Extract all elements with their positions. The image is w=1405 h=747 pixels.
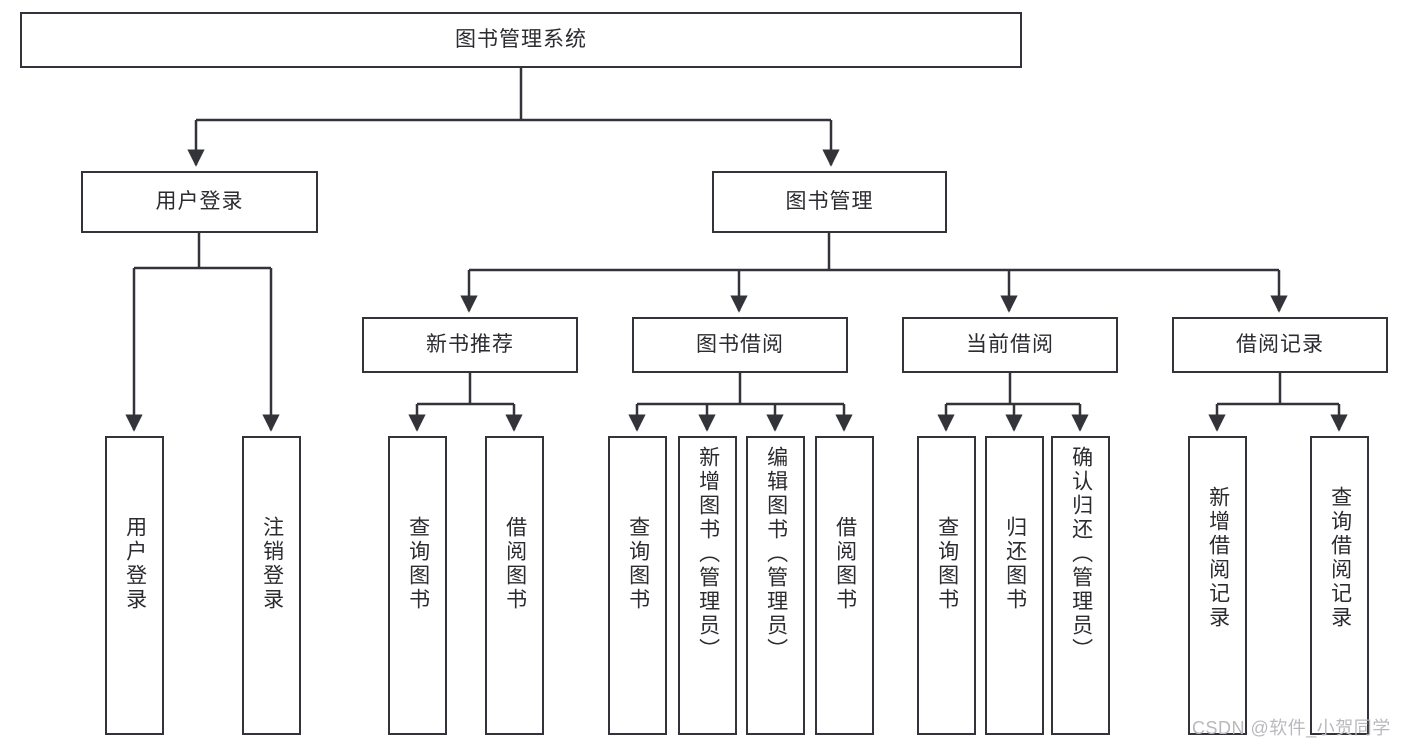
leaf-add-borrow-record[interactable]: 新增借阅记录 — [1188, 436, 1247, 735]
leaf-borrow-book-newbook[interactable]: 借阅图书 — [485, 436, 544, 735]
node-new-book-recommend[interactable]: 新书推荐 — [362, 317, 578, 373]
leaf-query-book-newbook-label: 查询图书 — [406, 516, 430, 612]
leaf-return-book[interactable]: 归还图书 — [985, 436, 1044, 735]
leaf-borrow-book[interactable]: 借阅图书 — [815, 436, 874, 735]
leaf-query-book-current[interactable]: 查询图书 — [917, 436, 976, 735]
node-user-login-label: 用户登录 — [155, 190, 244, 214]
node-book-borrow-label: 图书借阅 — [696, 333, 784, 357]
leaf-return-book-label: 归还图书 — [1003, 516, 1027, 612]
leaf-query-book-current-label: 查询图书 — [935, 516, 959, 612]
leaf-add-borrow-record-label: 新增借阅记录 — [1206, 486, 1230, 630]
node-book-borrow[interactable]: 图书借阅 — [632, 317, 848, 373]
node-book-management[interactable]: 图书管理 — [712, 171, 947, 233]
csdn-watermark: CSDN @软件_小贺同学 — [1192, 718, 1391, 738]
leaf-query-book-borrow[interactable]: 查询图书 — [608, 436, 667, 735]
node-new-book-recommend-label: 新书推荐 — [426, 333, 514, 357]
leaf-borrow-book-newbook-label: 借阅图书 — [503, 516, 527, 612]
leaf-add-book-admin-label: 新增图书（管理员） — [696, 446, 720, 662]
node-root[interactable]: 图书管理系统 — [20, 12, 1022, 68]
leaf-edit-book-admin[interactable]: 编辑图书（管理员） — [746, 436, 805, 735]
leaf-logout-label: 注销登录 — [260, 516, 284, 612]
leaf-logout[interactable]: 注销登录 — [242, 436, 301, 735]
leaf-query-borrow-record-label: 查询借阅记录 — [1328, 486, 1352, 630]
leaf-add-book-admin[interactable]: 新增图书（管理员） — [678, 436, 737, 735]
node-book-management-label: 图书管理 — [785, 190, 874, 214]
node-borrow-record-label: 借阅记录 — [1236, 333, 1324, 357]
leaf-confirm-return-admin-label: 确认归还（管理员） — [1069, 446, 1093, 662]
leaf-query-book-borrow-label: 查询图书 — [626, 516, 650, 612]
node-user-login[interactable]: 用户登录 — [81, 171, 318, 233]
leaf-borrow-book-label: 借阅图书 — [833, 516, 857, 612]
leaf-user-login[interactable]: 用户登录 — [105, 436, 164, 735]
leaf-confirm-return-admin[interactable]: 确认归还（管理员） — [1051, 436, 1110, 735]
leaf-query-book-newbook[interactable]: 查询图书 — [388, 436, 447, 735]
leaf-edit-book-admin-label: 编辑图书（管理员） — [764, 446, 788, 662]
node-current-borrow[interactable]: 当前借阅 — [902, 317, 1118, 373]
leaf-query-borrow-record[interactable]: 查询借阅记录 — [1310, 436, 1369, 735]
leaf-user-login-label: 用户登录 — [123, 516, 147, 612]
node-root-label: 图书管理系统 — [455, 28, 587, 52]
node-borrow-record[interactable]: 借阅记录 — [1172, 317, 1388, 373]
node-current-borrow-label: 当前借阅 — [966, 333, 1054, 357]
